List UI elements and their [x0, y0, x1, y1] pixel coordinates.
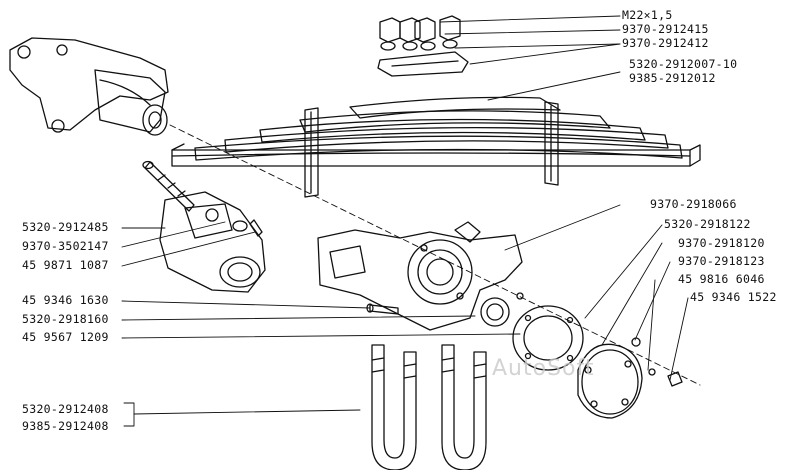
small-hardware [366, 292, 524, 327]
callout-bolt-6046: 45 9816 6046 [678, 272, 765, 286]
callout-ring: 45 9567 1209 [22, 330, 109, 344]
callout-bolt-1630: 45 9346 1630 [22, 293, 109, 307]
spring-pin [142, 160, 195, 212]
callout-pin: 5320-2912485 [22, 220, 109, 234]
callout-seal: 5320-2918122 [664, 217, 751, 231]
callout-bolt-2147: 9370-3502147 [22, 239, 109, 253]
callout-nut: 9370-2912415 [622, 22, 709, 36]
callout-spring: 5320-2912007-10 [629, 57, 738, 71]
callout-hub: 5320-2918160 [22, 312, 109, 326]
callout-ubolt: 5320-2912408 [22, 402, 109, 416]
watermark: AutoSoft [492, 356, 595, 381]
callout-gasket: 9370-2918120 [678, 236, 765, 250]
callout-washer: 9370-2912412 [622, 36, 709, 50]
callout-washer-1522: 45 9346 1522 [690, 290, 777, 304]
callout-nut-1087: 45 9871 1087 [22, 258, 109, 272]
frame-bracket [9, 37, 169, 136]
callout-cover: 9370-2918123 [678, 254, 765, 268]
callout-spring-alt: 9385-2912012 [629, 71, 716, 85]
hub-cover [512, 305, 683, 419]
callout-bracket: 9370-2918066 [650, 197, 737, 211]
u-bolts [371, 344, 487, 470]
callout-ubolt-alt: 9385-2912408 [22, 419, 109, 433]
balancer-housing [317, 221, 523, 331]
callout-m22: M22×1,5 [622, 8, 673, 22]
leaf-spring [171, 96, 701, 198]
spring-nuts-group [377, 15, 469, 77]
spring-eye-bracket [159, 191, 266, 293]
leader-lines [121, 15, 701, 427]
